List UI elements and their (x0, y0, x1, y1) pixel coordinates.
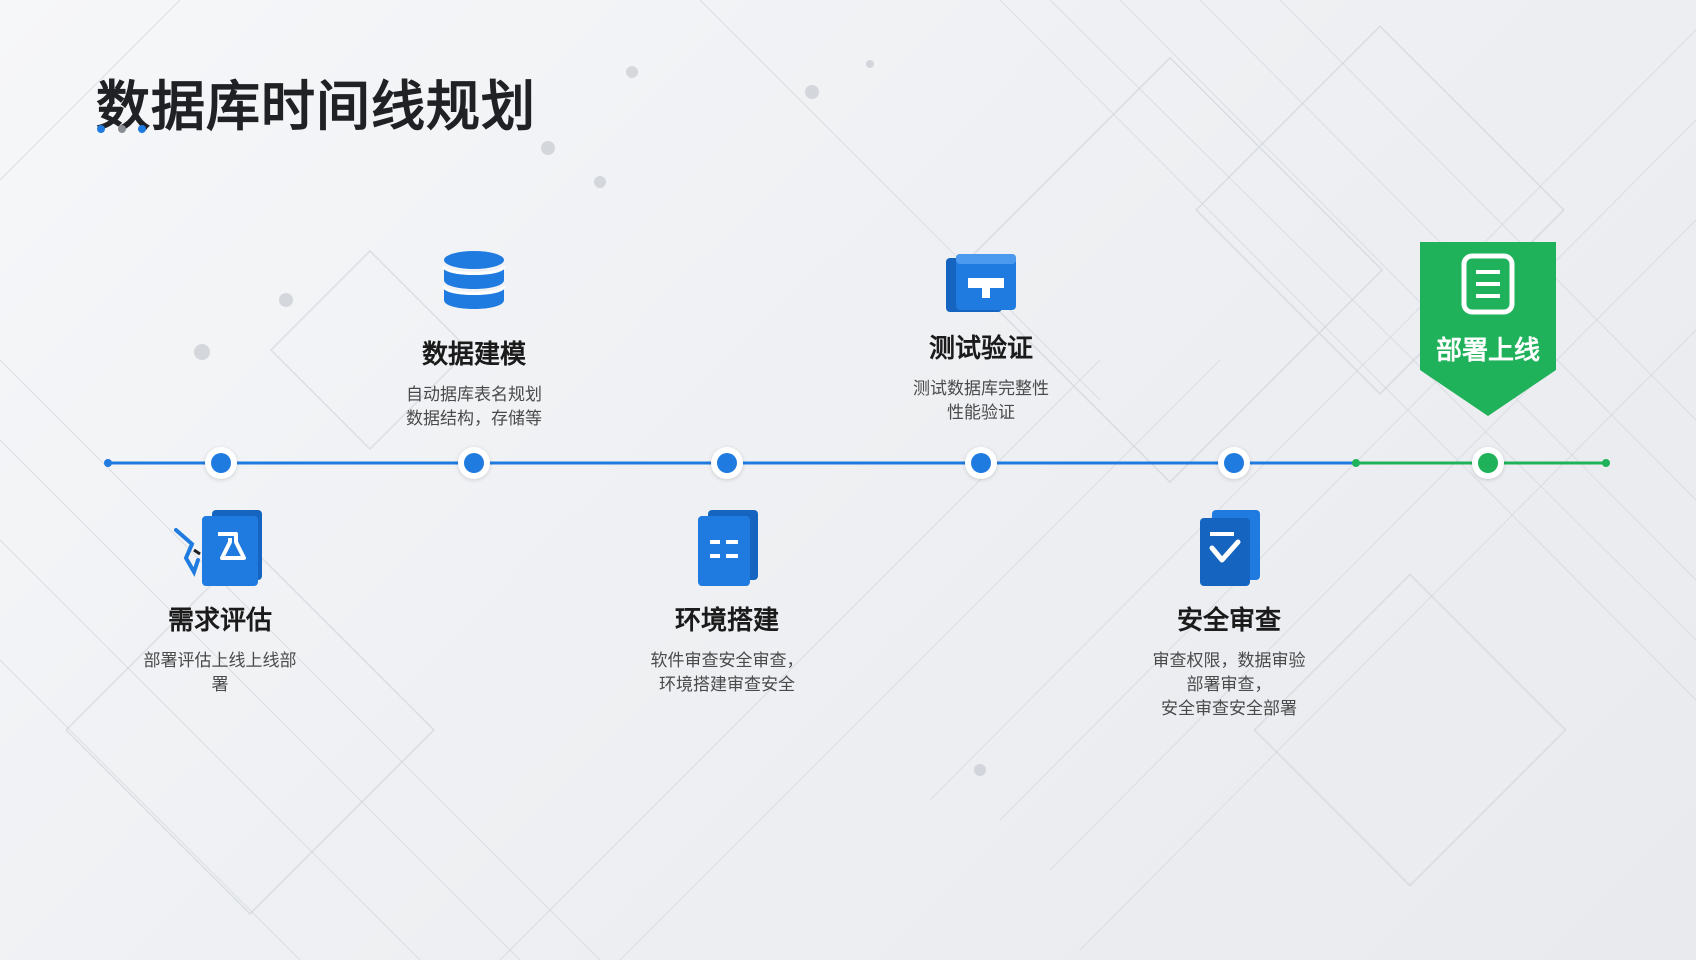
page-title: 数据库时间线规划 (96, 75, 536, 138)
timeline-node-6[interactable] (1472, 447, 1504, 479)
timeline-node-1[interactable] (205, 447, 237, 479)
step-label: 数据建模 (421, 340, 526, 370)
step-description: 审查权限，数据审验 部署审查， 安全审查安全部署 (1152, 651, 1306, 719)
title-decoration-dots (97, 125, 146, 133)
timeline-node-4[interactable] (965, 447, 997, 479)
step-label: 测试验证 (928, 334, 1033, 364)
deploy-checklist-icon (1461, 253, 1515, 315)
step-testing-validation: 测试验证 测试数据库完整性 性能验证 (871, 254, 1091, 425)
analysis-document-icon (174, 510, 262, 586)
timeline-node-5[interactable] (1218, 447, 1250, 479)
step-label: 需求评估 (167, 606, 272, 636)
step-description: 部署评估上线上线部 署 (143, 651, 297, 695)
step-description: 自动据库表名规划 数据结构，存储等 (406, 385, 542, 429)
step-description: 测试数据库完整性 性能验证 (913, 379, 1049, 423)
step-data-modeling: 数据建模 自动据库表名规划 数据结构，存储等 (364, 250, 584, 431)
checklist-document-icon (1200, 510, 1260, 586)
step-security-review: 安全审查 审查权限，数据审验 部署审查， 安全审查安全部署 (1119, 510, 1339, 721)
deploy-label: 部署上线 (1435, 336, 1540, 366)
timeline-node-2[interactable] (458, 447, 490, 479)
step-description: 软件审查安全审查， 环境搭建审查安全 (650, 651, 804, 695)
step-requirement-evaluation: 需求评估 部署评估上线上线部 署 (110, 510, 330, 697)
document-stack-icon (698, 510, 758, 586)
deploy-banner[interactable] (1420, 242, 1556, 418)
step-label: 环境搭建 (674, 606, 779, 636)
database-icon (442, 251, 506, 309)
step-label: 安全审查 (1176, 606, 1281, 636)
browser-window-icon (946, 254, 1016, 312)
timeline-node-3[interactable] (711, 447, 743, 479)
step-environment-setup: 环境搭建 软件审查安全审查， 环境搭建审查安全 (617, 510, 837, 697)
